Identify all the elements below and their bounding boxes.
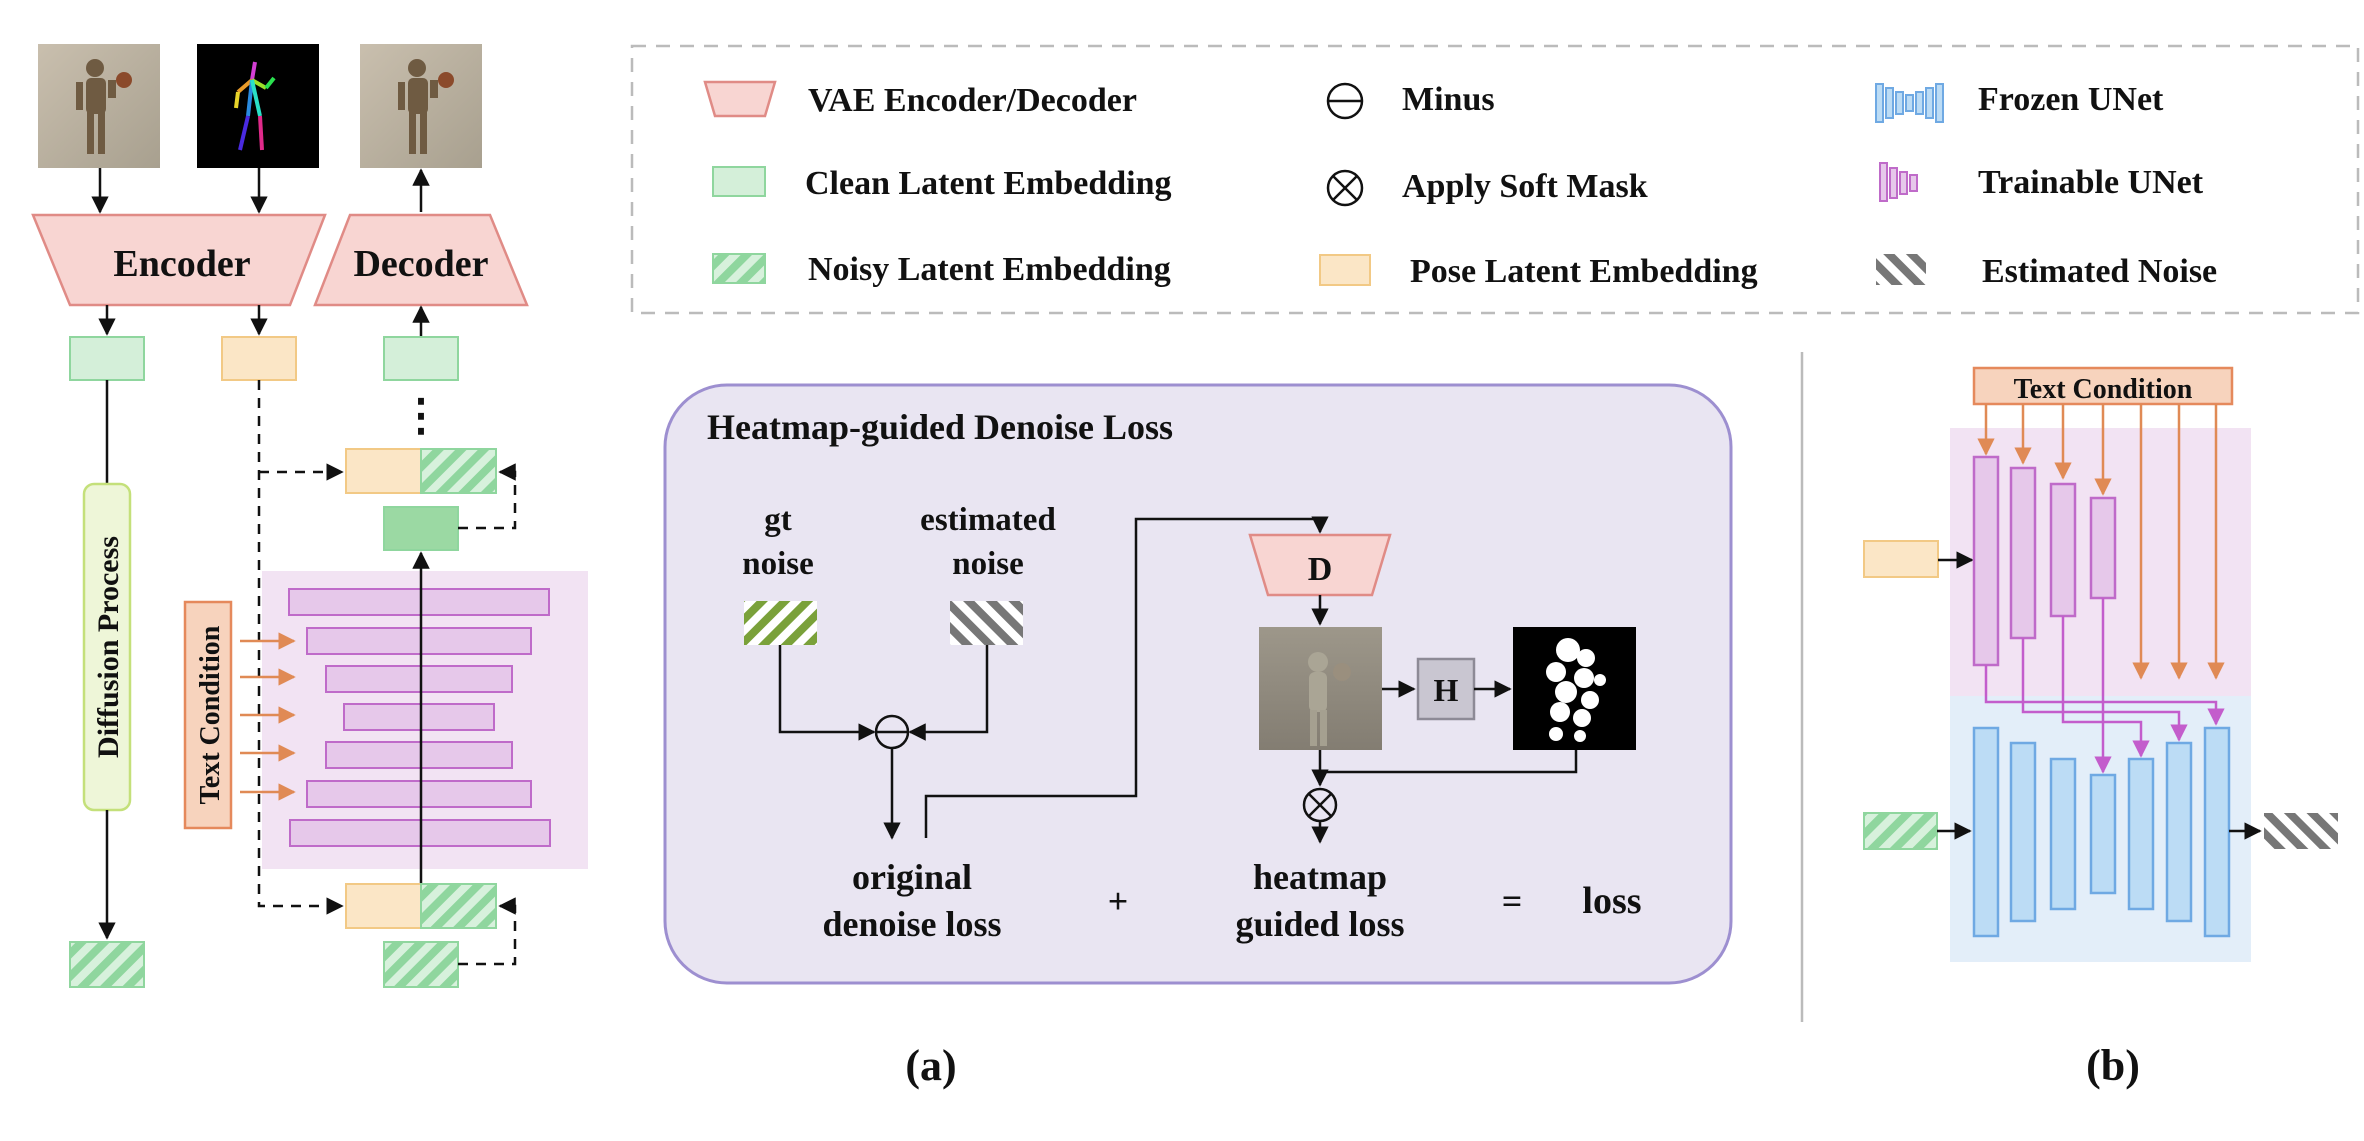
ellipsis-dots: ⋮	[399, 391, 443, 440]
dashed-pose-route-bottom	[257, 380, 344, 915]
total-loss-label: loss	[1582, 880, 1641, 922]
legend-clean-swatch	[712, 166, 766, 197]
gt-noise-label-2: noise	[742, 546, 814, 582]
original-loss-label-2: denoise loss	[822, 904, 1001, 944]
pose-latent-box	[221, 336, 297, 381]
noisy-latent-box	[69, 941, 145, 988]
estimated-noise-right	[2264, 813, 2338, 849]
heatmap-mask-image	[1513, 627, 1636, 750]
text-condition-right: Text Condition	[1972, 366, 2234, 406]
arrow-loss-to-decoder	[924, 516, 1329, 838]
noisy-latent-top	[420, 448, 497, 494]
text-condition-left-label: Text Condition	[195, 625, 226, 804]
soft-mask-icon	[1326, 169, 1364, 207]
arrow-mask-to-apply	[1311, 750, 1578, 787]
estimated-noise-label-2: noise	[952, 546, 1024, 582]
text-condition-left: Text Condition	[183, 600, 233, 830]
legend-vae-swatch	[703, 80, 777, 118]
pose-skeleton	[234, 61, 276, 151]
clean-latent-box	[69, 336, 145, 381]
noisy-latent-input	[383, 941, 459, 988]
encoder-label: Encoder	[113, 243, 250, 285]
decoded-latent-box	[383, 336, 459, 381]
gt-noise-swatch	[744, 601, 817, 645]
gt-noise-label-1: gt	[764, 502, 792, 538]
original-loss-label-1: original	[852, 857, 972, 897]
pose-latent-right	[1863, 540, 1939, 578]
decoder-d-label: D	[1308, 551, 1333, 588]
estimated-noise-swatch	[950, 601, 1023, 645]
heatmap-title: Heatmap-guided Denoise Loss	[707, 407, 1173, 447]
legend-frozen-label: Frozen UNet	[1978, 81, 2164, 118]
heatmap-h-label: H	[1434, 672, 1459, 708]
arrow-est-to-minus	[908, 645, 989, 741]
text-condition-arrows-left	[240, 632, 296, 801]
frozen-unet-icon	[1875, 83, 1944, 123]
input-image	[38, 44, 160, 168]
caption-b: (b)	[2086, 1041, 2140, 1090]
legend-pose-label: Pose Latent Embedding	[1410, 253, 1758, 290]
legend-minus-label: Minus	[1402, 81, 1495, 118]
diffusion-process-label: Diffusion Process	[92, 536, 125, 758]
legend-estimated-noise-swatch	[1876, 254, 1926, 285]
legend-box	[630, 44, 2360, 315]
control-connections	[1984, 598, 2225, 774]
apply-mask-operator	[1302, 787, 1338, 823]
output-image	[360, 44, 482, 168]
heatmap-h-block: H	[1416, 657, 1476, 721]
legend-trainable-label: Trainable UNet	[1978, 164, 2204, 201]
pose-latent-bottom	[345, 883, 422, 929]
plus-sign: +	[1108, 881, 1129, 921]
denoised-latent-top	[383, 506, 459, 551]
decoded-blurry-image	[1259, 627, 1382, 750]
legend-noisy-label: Noisy Latent Embedding	[808, 251, 1171, 288]
frozen-unet-right	[1972, 726, 2231, 938]
arrow-gt-to-minus	[778, 645, 876, 741]
trainable-unet-icon	[1879, 162, 1918, 202]
legend-noisy-swatch	[712, 253, 766, 284]
heatmap-guided-loss-label-1: heatmap	[1253, 857, 1387, 897]
noisy-latent-right	[1863, 812, 1938, 850]
legend-estimated-noise-label: Estimated Noise	[1982, 253, 2217, 290]
pose-image	[197, 44, 319, 168]
legend-clean-label: Clean Latent Embedding	[805, 165, 1172, 202]
caption-a: (a)	[905, 1041, 956, 1090]
heatmap-guided-loss-label-2: guided loss	[1235, 904, 1404, 944]
minus-icon	[1326, 82, 1364, 120]
unet-layers-left	[288, 588, 551, 847]
legend-soft-mask-label: Apply Soft Mask	[1402, 168, 1648, 205]
decoder-block: Decoder	[313, 213, 529, 307]
encoder-block: Encoder	[31, 213, 327, 307]
heatmap-panel	[663, 383, 1733, 985]
statue-figure	[76, 59, 132, 154]
text-condition-arrows-right	[1977, 404, 2225, 680]
pose-latent-top	[345, 448, 422, 494]
diffusion-process-pill: Diffusion Process	[82, 482, 132, 812]
decoder-label: Decoder	[353, 243, 488, 285]
equals-sign: =	[1502, 881, 1523, 921]
minus-operator	[874, 714, 910, 750]
statue-figure-output	[398, 59, 454, 154]
decoder-d-block: D	[1248, 533, 1392, 597]
trainable-unet-right	[1972, 455, 2117, 667]
legend-vae-label: VAE Encoder/Decoder	[808, 82, 1137, 119]
legend-pose-swatch	[1319, 254, 1371, 286]
estimated-noise-label-1: estimated	[920, 502, 1056, 538]
text-condition-right-label: Text Condition	[2014, 374, 2193, 405]
noisy-latent-bottom	[420, 883, 497, 929]
